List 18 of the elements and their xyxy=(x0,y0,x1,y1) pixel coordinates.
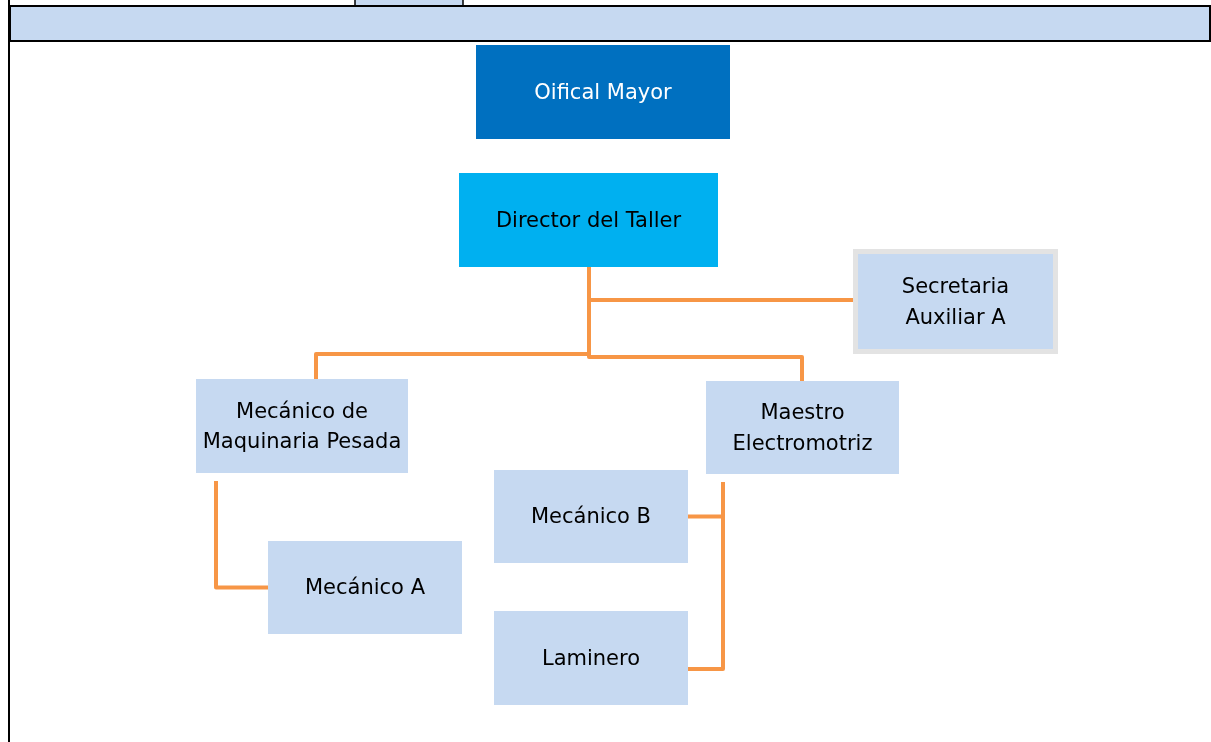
position-box xyxy=(706,381,899,474)
position-title: Mecánico A xyxy=(304,574,425,602)
position-box xyxy=(853,249,1058,354)
position-box xyxy=(494,470,688,563)
connector-line xyxy=(214,481,268,590)
position-title: Director del Taller xyxy=(495,206,682,234)
position-title: Maestro Electromotriz xyxy=(731,399,874,457)
position-title: Laminero xyxy=(541,644,641,672)
position-box xyxy=(196,379,408,473)
position-title: Mecánico B xyxy=(530,503,652,531)
position-box xyxy=(494,611,688,705)
position-title: Secretaria Auxiliar A xyxy=(900,273,1011,331)
position-box xyxy=(459,173,718,267)
position-title: Oifical Mayor xyxy=(534,78,672,106)
position-box xyxy=(476,45,730,139)
position-box xyxy=(268,541,462,634)
connector-line xyxy=(688,482,725,671)
position-title: Mecánico de Maquinaria Pesada xyxy=(201,397,403,455)
